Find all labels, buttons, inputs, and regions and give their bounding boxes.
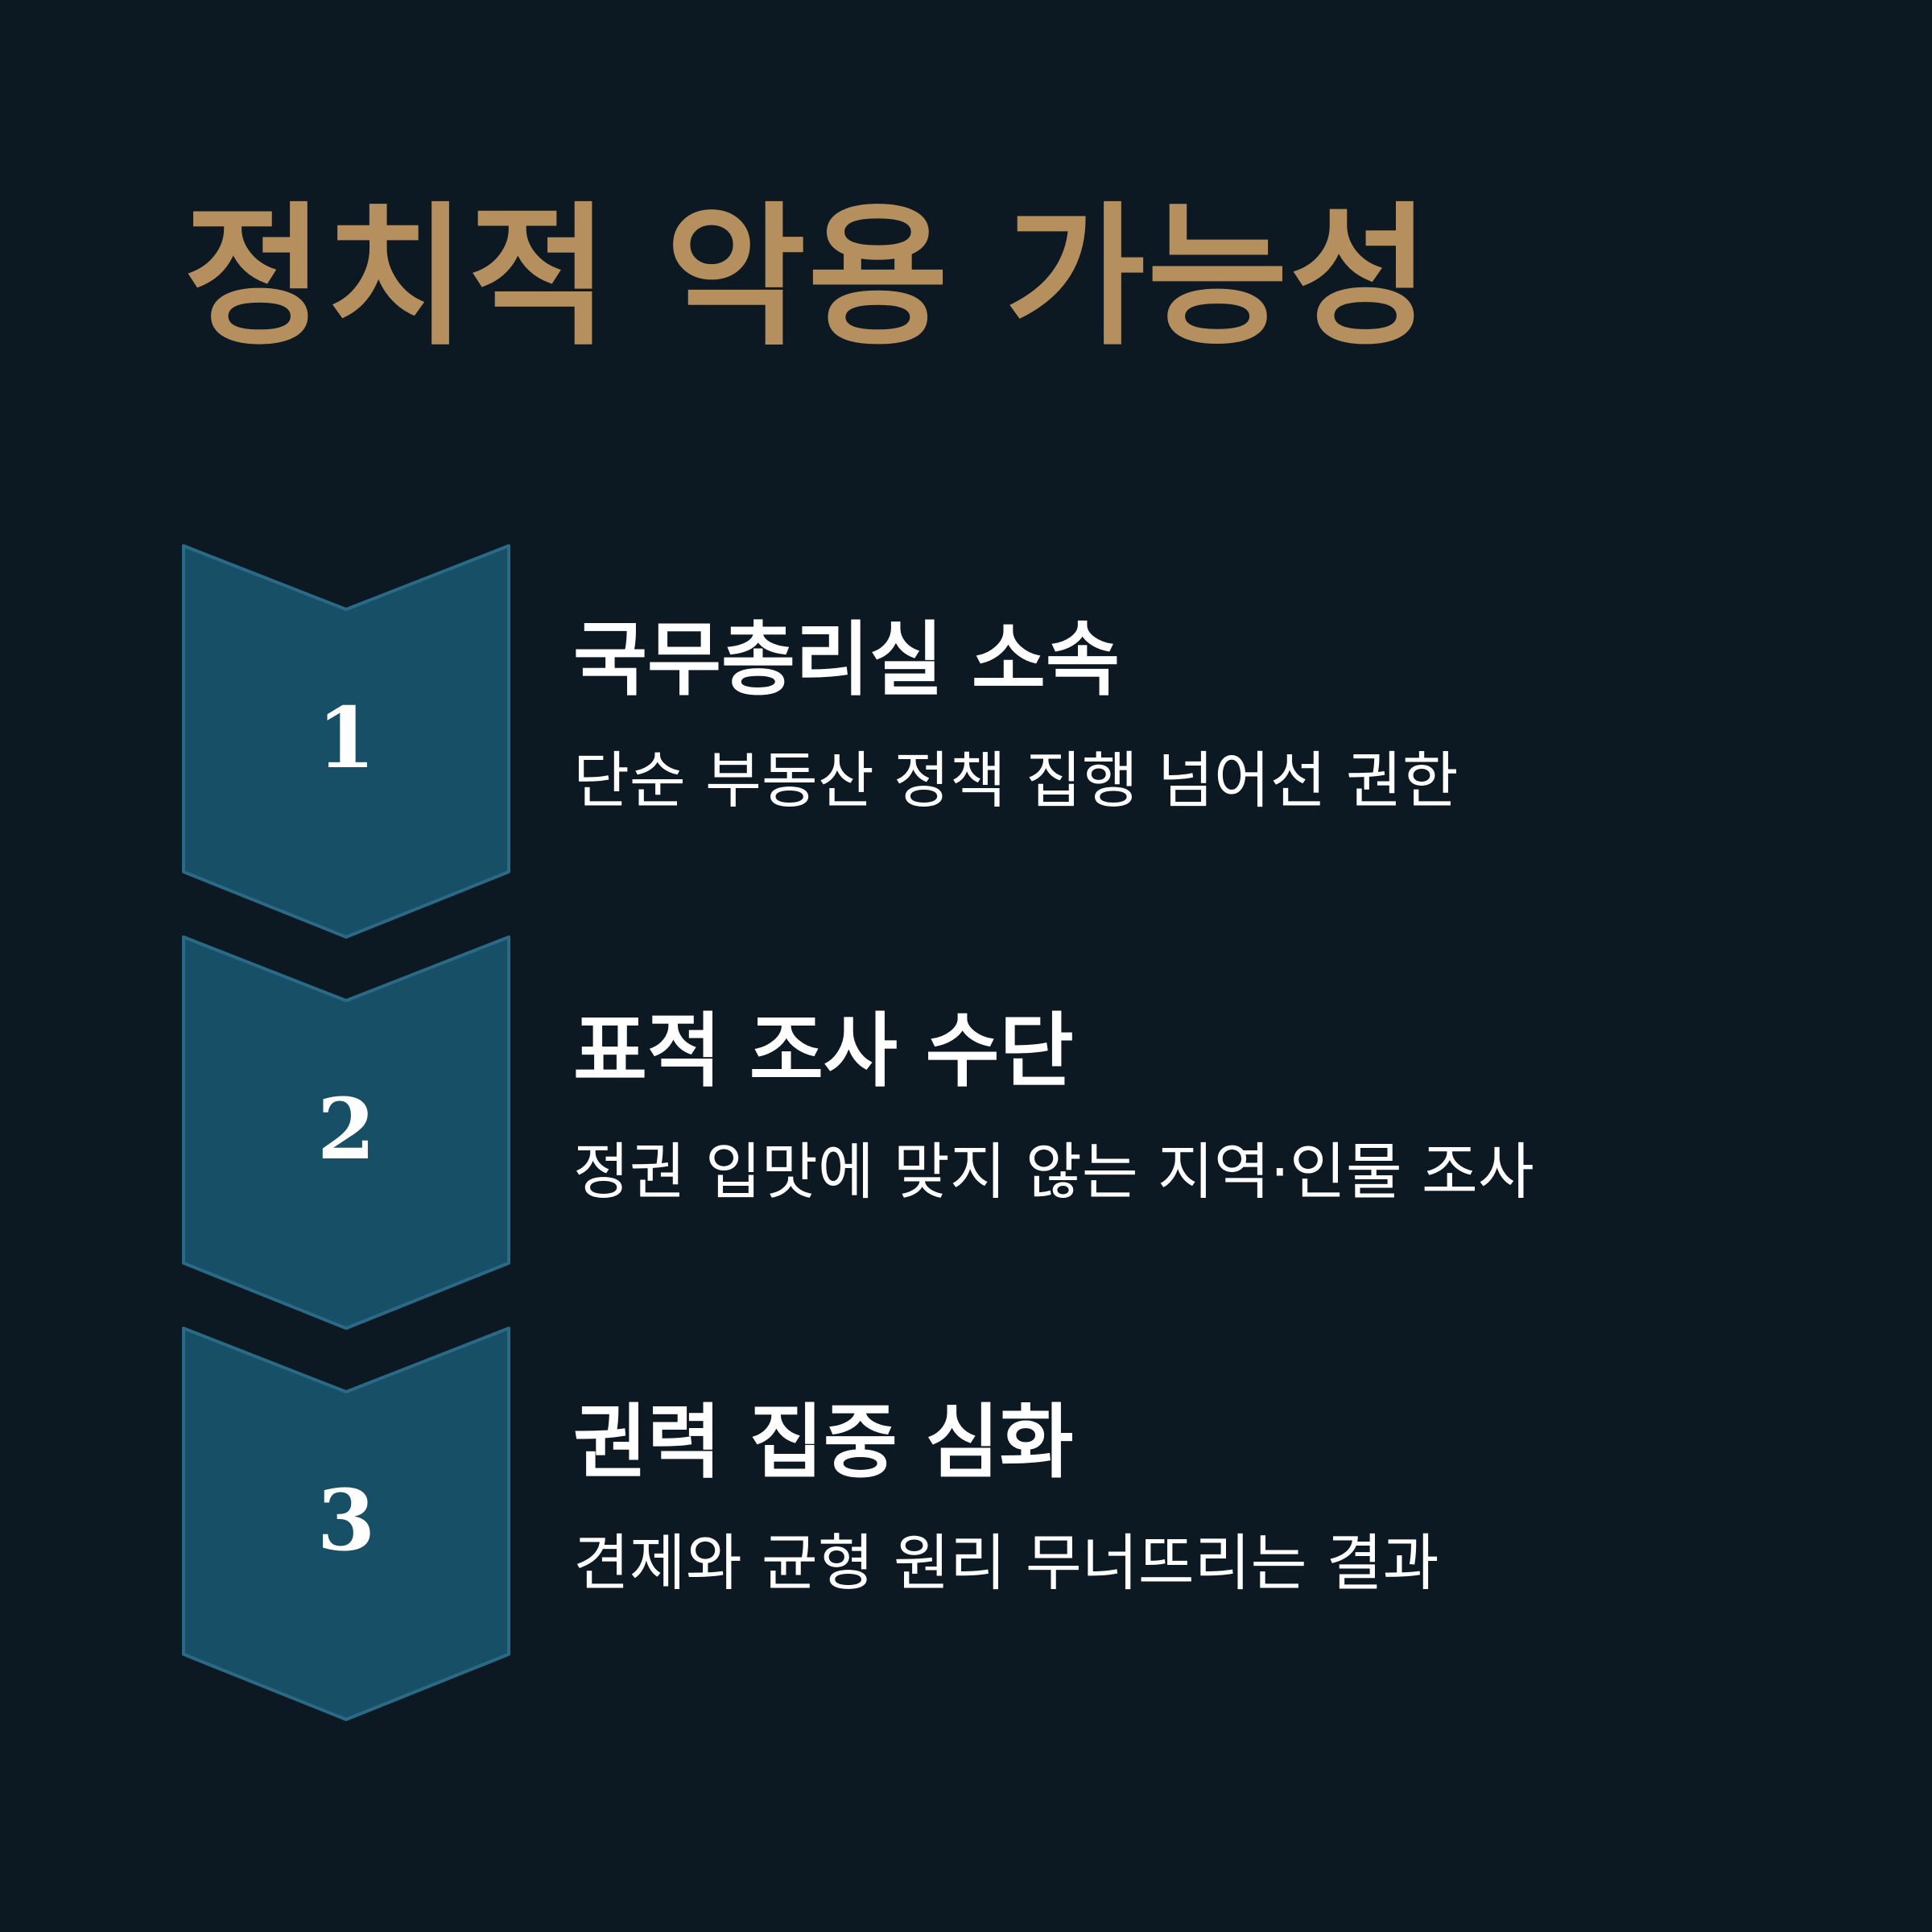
step-1-heading: 국무총리실 소속 — [573, 613, 1120, 707]
slide-title: 정치적 악용 가능성 — [184, 188, 1432, 366]
step-3-number: 3 — [316, 1471, 376, 1570]
step-1-number: 1 — [316, 688, 376, 787]
step-2-heading: 표적 조사 수단 — [573, 1004, 1074, 1098]
step-2-chevron: 2 — [181, 935, 511, 1330]
step-1-chevron-shape — [182, 544, 510, 939]
step-2-chevron-shape — [182, 935, 510, 1330]
step-3-description: 견제와 균형 원리 무너뜨리는 결과 — [573, 1527, 1439, 1599]
step-3-chevron-shape — [182, 1327, 510, 1721]
step-2-number: 2 — [316, 1080, 376, 1179]
step-3-chevron: 3 — [181, 1326, 511, 1721]
step-3-text: 권력 집중 심화 견제와 균형 원리 무너뜨리는 결과 — [573, 1402, 1861, 1594]
step-3-heading: 권력 집중 심화 — [573, 1395, 1074, 1489]
step-1-text: 국무총리실 소속 단순 부동산 정책 집행 넘어선 권한 — [573, 620, 1861, 811]
step-1-description: 단순 부동산 정책 집행 넘어선 권한 — [573, 745, 1459, 816]
step-2-text: 표적 조사 수단 정권 입맛에 맞지 않는 지역·인물 조사 — [573, 1011, 1861, 1203]
step-2-description: 정권 입맛에 맞지 않는 지역·인물 조사 — [573, 1136, 1534, 1208]
step-1-chevron: 1 — [181, 543, 511, 939]
